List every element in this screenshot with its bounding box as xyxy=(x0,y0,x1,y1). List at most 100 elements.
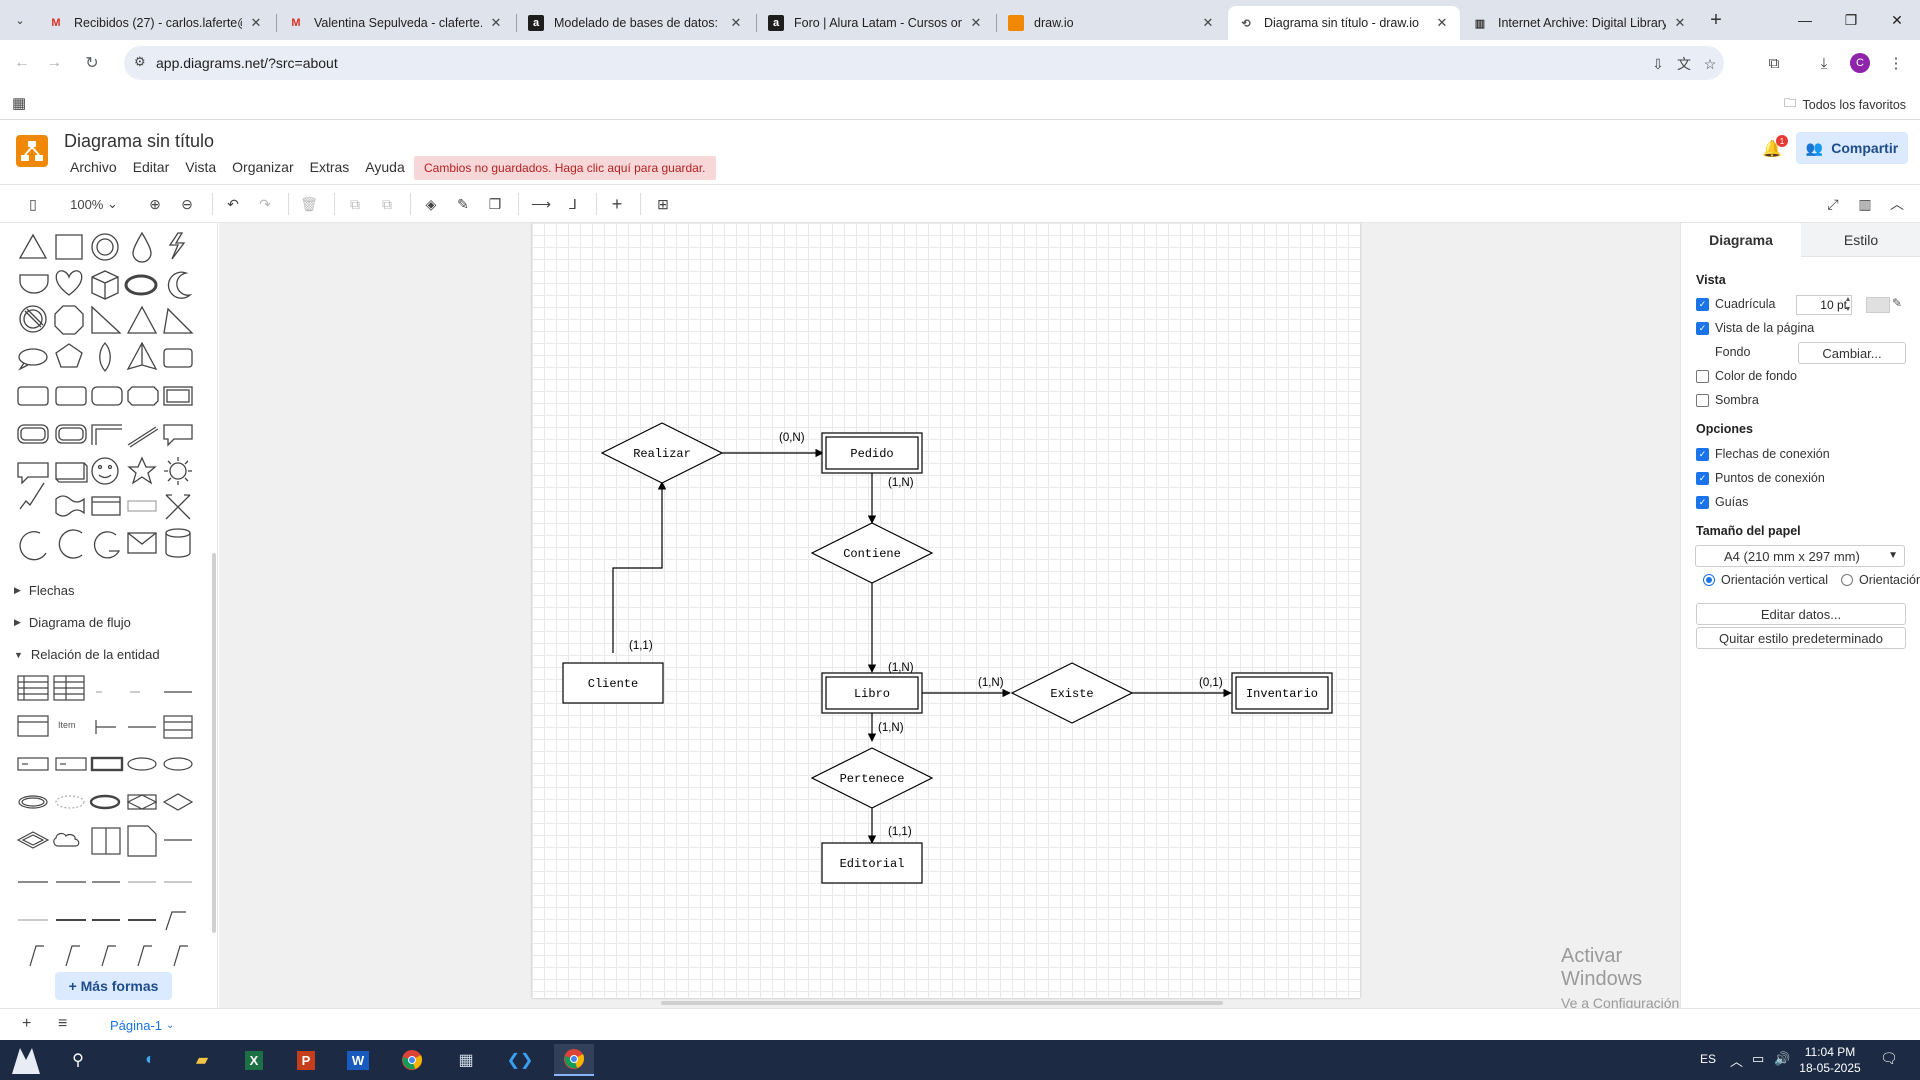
corner-shape[interactable] xyxy=(91,424,122,445)
entity-cliente[interactable]: Cliente xyxy=(562,662,664,704)
er-entity-2-shape[interactable] xyxy=(55,757,87,771)
connection-points-checkbox-row[interactable]: ✓ Puntos de conexión xyxy=(1696,471,1825,485)
section-diagrama-de-flujo[interactable]: ▶ Diagrama de flujo xyxy=(14,615,131,630)
address-bar[interactable]: ⚙ app.diagrams.net/?src=about ⇩ 文 ☆ xyxy=(124,46,1724,80)
window-close-icon[interactable]: ✕ xyxy=(1891,11,1903,28)
zoom-out-icon[interactable]: ⊖ xyxy=(181,195,193,212)
fill-color-icon[interactable]: ◈ xyxy=(425,195,437,212)
close-icon[interactable]: ✕ xyxy=(730,15,742,30)
browser-tab-internet-archive[interactable]: ▥ Internet Archive: Digital Library ✕ xyxy=(1462,6,1698,40)
collapse-chevron-icon[interactable]: ︿ xyxy=(1890,196,1904,212)
callout-ellipse-shape[interactable] xyxy=(18,348,48,371)
er-slant-3[interactable] xyxy=(101,945,116,967)
er-connector-10[interactable] xyxy=(165,911,186,931)
no-symbol-shape[interactable] xyxy=(19,305,47,333)
site-info-icon[interactable]: ⚙ xyxy=(134,54,146,69)
sidebar-toggle-icon[interactable]: ▯ xyxy=(29,195,37,212)
rect-chamfer-shape[interactable] xyxy=(127,386,159,406)
er-key-attr-shape[interactable] xyxy=(89,794,121,810)
cardinality-pertenece-editorial[interactable]: (1,1) xyxy=(888,826,912,838)
browser-tab-gmail-thread[interactable]: M Valentina Sepulveda - claferte.8 ✕ xyxy=(278,6,514,40)
taskbar-clock[interactable]: 11:04 PM 18-05-2025 xyxy=(1794,1044,1866,1076)
portrait-radio-row[interactable]: Orientación vertical xyxy=(1703,573,1828,587)
to-back-icon[interactable]: ⧉ xyxy=(382,195,392,212)
new-tab-icon[interactable]: + xyxy=(1710,8,1722,31)
translate-icon[interactable]: 文 xyxy=(1677,56,1691,72)
cross-shape[interactable] xyxy=(165,494,191,520)
entity-pedido[interactable]: Pedido xyxy=(821,432,923,474)
volume-icon[interactable]: 🔊 xyxy=(1774,1051,1791,1066)
edit-data-button[interactable]: Editar datos... xyxy=(1696,603,1906,625)
tab-estilo[interactable]: Estilo xyxy=(1801,223,1920,257)
circle-ring-shape[interactable] xyxy=(91,233,119,261)
er-entity-shape[interactable] xyxy=(17,757,49,771)
grid-checkbox-row[interactable]: ✓ Cuadrícula xyxy=(1696,297,1775,311)
guides-checkbox-row[interactable]: ✓ Guías xyxy=(1696,495,1748,509)
sidebar-scrollbar[interactable] xyxy=(212,553,216,933)
canvas-horizontal-scrollbar[interactable] xyxy=(661,1001,1223,1005)
more-shapes-button[interactable]: + Más formas xyxy=(55,972,172,1000)
tray-chevron-icon[interactable]: ︿ xyxy=(1730,1054,1744,1069)
vscode-icon[interactable]: ❮❯ xyxy=(506,1052,534,1069)
entity-editorial[interactable]: Editorial xyxy=(821,842,923,884)
document-shape[interactable] xyxy=(55,234,83,260)
minimize-icon[interactable]: — xyxy=(1798,12,1812,28)
language-indicator[interactable]: ES xyxy=(1700,1052,1717,1066)
connection-arrows-checkbox-row[interactable]: ✓ Flechas de conexión xyxy=(1696,447,1830,461)
connection-points-checkbox[interactable]: ✓ xyxy=(1696,471,1709,485)
unsaved-changes-notice[interactable]: Cambios no guardados. Haga clic aquí par… xyxy=(414,156,716,180)
cardinality-cliente-realizar[interactable]: (1,1) xyxy=(629,640,653,652)
moon-shape[interactable] xyxy=(167,271,193,299)
callout-rect-2-shape[interactable] xyxy=(17,462,49,485)
browser-tab-diagram-active[interactable]: ⟲ Diagrama sin título - draw.io ✕ xyxy=(1228,6,1460,40)
er-weak-entity-shape[interactable] xyxy=(90,756,124,772)
cube-shape[interactable] xyxy=(91,270,119,300)
cardinality-libro-existe[interactable]: (1,N) xyxy=(978,677,1004,689)
er-document-shape[interactable] xyxy=(127,825,157,857)
paper-size-select[interactable]: A4 (210 mm x 297 mm) ▼ xyxy=(1695,545,1905,567)
arc-shape-1[interactable] xyxy=(19,531,47,561)
file-explorer-icon[interactable]: ▰ xyxy=(195,1052,209,1069)
shadow-checkbox-row[interactable]: Sombra xyxy=(1696,393,1759,407)
guides-checkbox[interactable]: ✓ xyxy=(1696,495,1709,509)
section-relacion-entidad[interactable]: ▼ Relación de la entidad xyxy=(14,647,160,662)
rect-rounded-2-shape[interactable] xyxy=(55,386,87,406)
er-note-shape[interactable] xyxy=(91,827,121,855)
cardinality-pedido-contiene[interactable]: (1,N) xyxy=(888,477,914,489)
er-table-shape[interactable] xyxy=(17,675,49,701)
relationship-contiene[interactable]: Contiene xyxy=(810,522,934,584)
checkmark-shape[interactable] xyxy=(19,482,45,510)
back-arrow-icon[interactable]: ← xyxy=(14,54,30,71)
cardinality-realizar-pedido[interactable]: (0,N) xyxy=(779,432,805,444)
forward-arrow-icon[interactable]: → xyxy=(46,54,62,71)
page-view-checkbox[interactable]: ✓ xyxy=(1696,321,1709,335)
cardinality-existe-inventario[interactable]: (0,1) xyxy=(1199,677,1223,689)
pyramid-shape[interactable] xyxy=(126,341,158,371)
relationship-realizar[interactable]: Realizar xyxy=(600,422,724,484)
menu-vista[interactable]: Vista xyxy=(185,159,217,175)
er-cloud-shape[interactable] xyxy=(53,832,80,847)
envelope-shape[interactable] xyxy=(127,532,157,554)
excel-icon[interactable]: X xyxy=(234,1044,274,1076)
er-pipe-shape[interactable] xyxy=(95,720,116,734)
redo-icon[interactable]: ↷ xyxy=(259,195,271,212)
battery-icon[interactable]: ▭ xyxy=(1752,1051,1765,1066)
reset-default-style-button[interactable]: Quitar estilo predeterminado xyxy=(1696,627,1906,649)
delete-icon[interactable]: 🗑 xyxy=(300,195,318,212)
search-icon[interactable]: ⚲ xyxy=(72,1052,84,1069)
format-panel-toggle-icon[interactable]: ▥ xyxy=(1858,195,1872,212)
edge-browser-icon[interactable]: ◐ xyxy=(145,1051,155,1068)
browser-tab-drawio[interactable]: draw.io ✕ xyxy=(998,6,1226,40)
er-list-shape[interactable] xyxy=(17,715,49,737)
add-page-icon[interactable]: + xyxy=(22,1015,32,1032)
er-slant-4[interactable] xyxy=(137,945,152,967)
triangle-shape[interactable] xyxy=(18,233,48,259)
powerpoint-icon[interactable]: P xyxy=(286,1044,326,1076)
rounded-rect-shape[interactable] xyxy=(163,348,193,368)
heart-shape[interactable] xyxy=(55,270,83,296)
profile-avatar[interactable]: C xyxy=(1850,53,1870,73)
er-relationship-shape[interactable] xyxy=(162,793,194,811)
partial-circle-shape[interactable] xyxy=(93,531,121,559)
portrait-radio[interactable] xyxy=(1703,574,1715,586)
cylinder-shape[interactable] xyxy=(165,528,191,558)
